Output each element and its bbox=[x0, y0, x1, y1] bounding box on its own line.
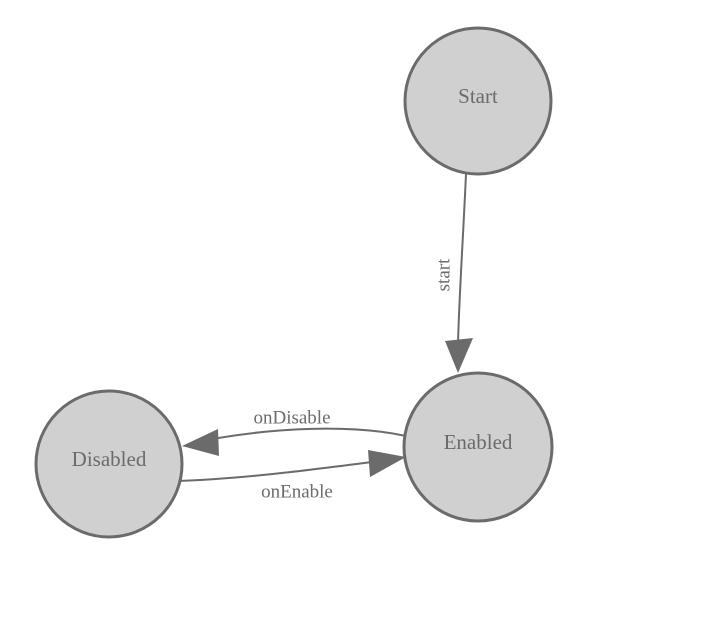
edge-disabled-to-enabled[interactable]: onEnable bbox=[177, 450, 406, 502]
node-enabled-circle bbox=[402, 371, 554, 523]
edge-disabled-to-enabled-line bbox=[177, 461, 373, 482]
edge-label-start: start bbox=[433, 258, 454, 291]
edge-enabled-to-disabled[interactable]: onDisable bbox=[182, 407, 407, 456]
node-enabled-label: Enabled bbox=[444, 430, 513, 454]
node-enabled[interactable]: Enabled bbox=[402, 371, 554, 523]
edge-disabled-to-enabled-arrowhead bbox=[368, 450, 406, 477]
node-disabled-label: Disabled bbox=[72, 447, 147, 471]
edge-enabled-to-disabled-arrowhead bbox=[182, 429, 219, 456]
node-start-label: Start bbox=[458, 84, 498, 108]
edge-label-onenable: onEnable bbox=[261, 481, 333, 502]
edge-start-to-enabled-line bbox=[457, 173, 467, 345]
node-disabled-circle bbox=[34, 389, 184, 539]
edge-label-ondisable: onDisable bbox=[253, 407, 330, 428]
node-start-circle bbox=[403, 26, 553, 176]
edge-start-to-enabled-arrowhead bbox=[445, 338, 473, 373]
node-disabled[interactable]: Disabled bbox=[34, 389, 184, 539]
edge-start-to-enabled[interactable]: start bbox=[433, 173, 473, 373]
node-start[interactable]: Start bbox=[403, 26, 553, 176]
edge-enabled-to-disabled-line bbox=[211, 427, 407, 440]
